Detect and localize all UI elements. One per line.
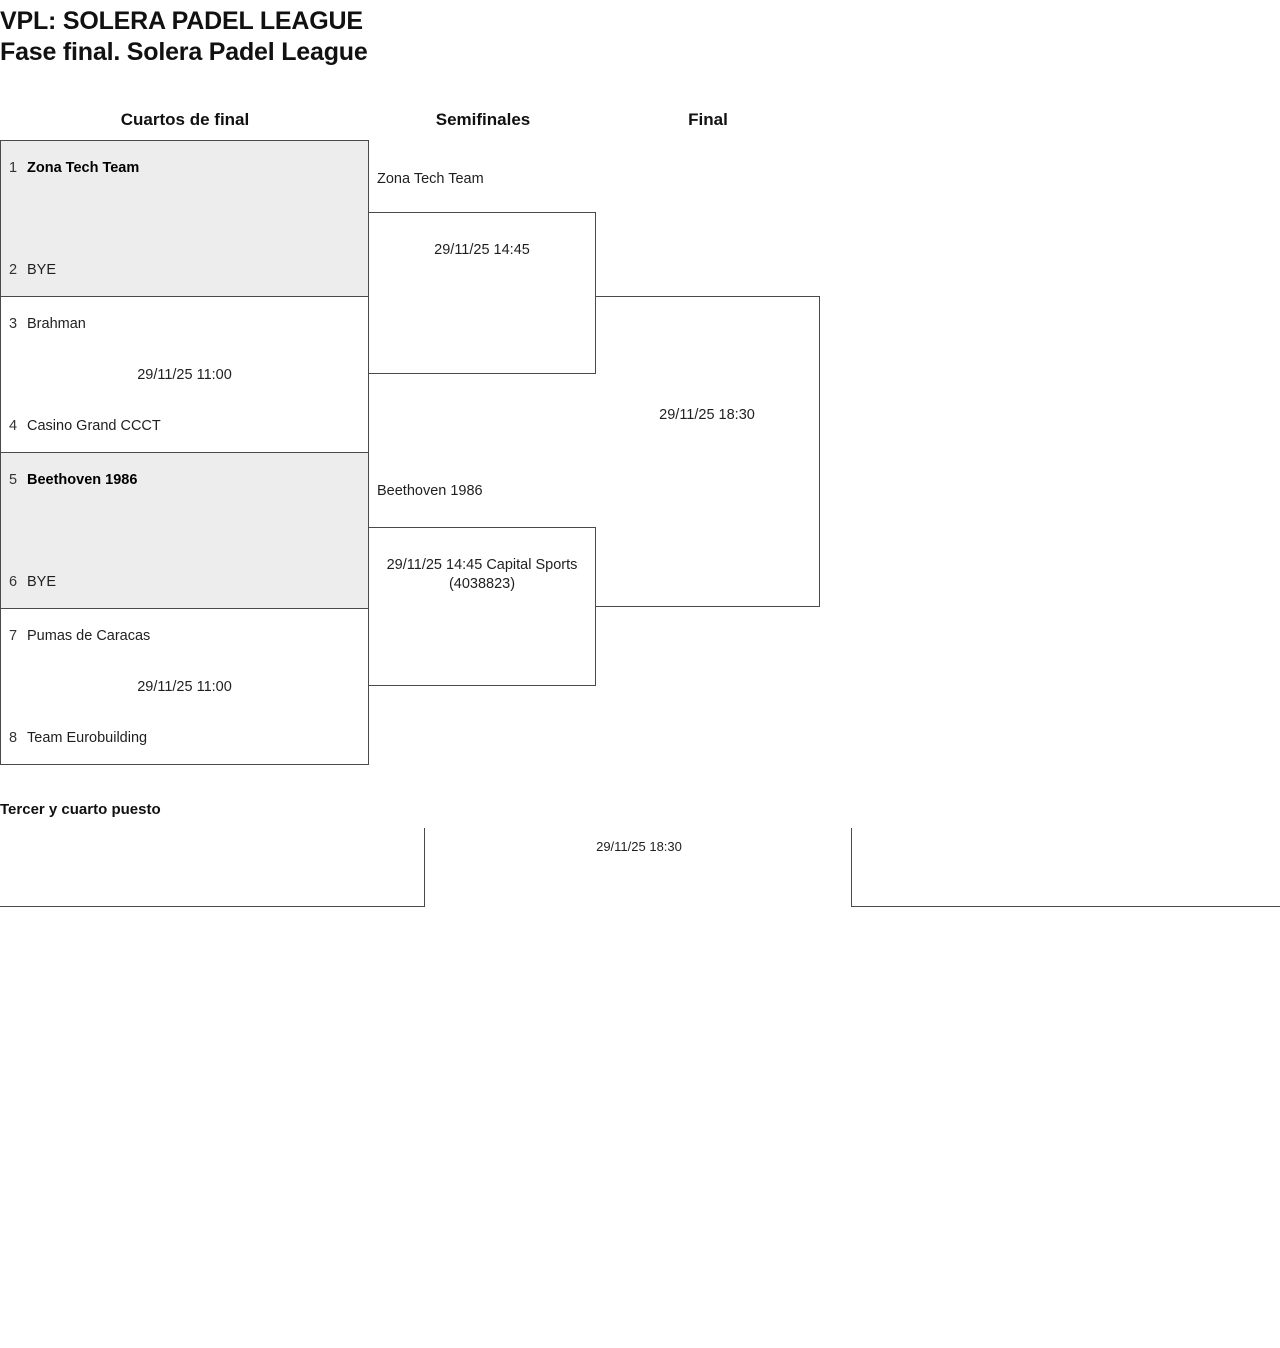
page-title-secondary: Fase final. Solera Padel League <box>0 38 368 66</box>
seed-number: 3 <box>9 316 18 332</box>
match-time: 29/11/25 11:00 <box>137 366 232 383</box>
team-name: Beethoven 1986 <box>27 472 138 488</box>
bracket-slot-seed-5[interactable]: 5 Beethoven 1986 <box>9 471 360 489</box>
match-time: 29/11/25 18:30 <box>659 407 755 423</box>
round-header-quarterfinals: Cuartos de final <box>120 110 250 129</box>
bracket-slot-seed-4[interactable]: 4 Casino Grand CCCT <box>9 417 360 435</box>
team-name: Casino Grand CCCT <box>27 418 161 434</box>
seed-number: 4 <box>9 418 18 434</box>
seed-number: 7 <box>9 628 18 644</box>
seed-number: 1 <box>9 160 18 176</box>
page-title-primary: VPL: SOLERA PADEL LEAGUE <box>0 7 363 35</box>
round-header-final: Final <box>688 110 728 129</box>
quarterfinal-match-3[interactable]: 5 Beethoven 1986 6 BYE <box>0 452 369 609</box>
team-name: Brahman <box>27 316 86 332</box>
semifinal-match-1[interactable]: 29/11/25 14:45 <box>369 212 596 374</box>
semifinal-match-2[interactable]: 29/11/25 14:45 Capital Sports (4038823) <box>369 527 596 686</box>
semifinal-1-advancing-team: Zona Tech Team <box>377 171 484 187</box>
team-name: BYE <box>27 574 57 590</box>
team-name: BYE <box>27 262 57 278</box>
third-place-slot-left[interactable] <box>0 828 425 907</box>
quarterfinal-match-4[interactable]: 7 Pumas de Caracas 8 Team Eurobuilding 29/… <box>0 608 369 765</box>
team-name: Pumas de Caracas <box>27 628 151 644</box>
third-place-heading: Tercer y cuarto puesto <box>0 801 161 818</box>
round-header-semifinals: Semifinales <box>435 110 531 129</box>
bracket-slot-seed-8[interactable]: 8 Team Eurobuilding <box>9 729 360 747</box>
team-name: Team Eurobuilding <box>27 730 148 746</box>
seed-number: 6 <box>9 574 18 590</box>
final-match[interactable]: 29/11/25 18:30 <box>595 296 820 607</box>
match-time: 29/11/25 11:00 <box>137 678 232 695</box>
bracket-slot-seed-6[interactable]: 6 BYE <box>9 573 360 591</box>
bracket-slot-seed-3[interactable]: 3 Brahman <box>9 315 360 333</box>
third-place-slot-right[interactable] <box>851 828 1280 907</box>
bracket-slot-seed-7[interactable]: 7 Pumas de Caracas <box>9 627 360 645</box>
match-time: 29/11/25 14:45 Capital Sports (4038823) <box>386 557 578 592</box>
semifinal-2-advancing-team: Beethoven 1986 <box>377 483 483 499</box>
quarterfinal-match-2[interactable]: 3 Brahman 4 Casino Grand CCCT 29/11/25 11:… <box>0 296 369 453</box>
seed-number: 8 <box>9 730 18 746</box>
team-name: Zona Tech Team <box>27 160 140 176</box>
quarterfinal-match-1[interactable]: 1 Zona Tech Team 2 BYE <box>0 140 369 297</box>
third-place-match-time: 29/11/25 18:30 <box>596 839 682 854</box>
bracket-slot-seed-2[interactable]: 2 BYE <box>9 261 360 279</box>
seed-number: 5 <box>9 472 18 488</box>
match-time: 29/11/25 14:45 <box>434 242 530 258</box>
bracket-slot-seed-1[interactable]: 1 Zona Tech Team <box>9 159 360 177</box>
page-title-block: VPL: SOLERA PADEL LEAGUE Fase final. Sol… <box>0 6 900 68</box>
seed-number: 2 <box>9 262 18 278</box>
